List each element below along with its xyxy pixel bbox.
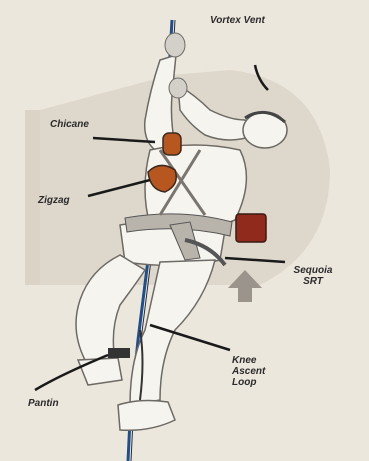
lower-hand [169, 78, 187, 98]
rope-bag [236, 214, 266, 242]
chicane-device [163, 133, 181, 155]
label-chicane: Chicane [50, 119, 89, 130]
label-sequoia-line1: Sequoia [288, 265, 338, 276]
label-knee-line3: Loop [232, 377, 265, 388]
upper-hand [165, 33, 185, 57]
label-knee-line1: Knee [232, 355, 265, 366]
label-knee-line2: Ascent [232, 366, 265, 377]
label-sequoia-line2: SRT [288, 276, 338, 287]
label-zigzag: Zigzag [38, 195, 70, 206]
label-sequoia-srt: Sequoia SRT [288, 265, 338, 287]
label-knee-ascent-loop: Knee Ascent Loop [232, 355, 265, 388]
pantin-device [108, 348, 130, 358]
label-vortex-vent: Vortex Vent [210, 15, 265, 26]
label-pantin: Pantin [28, 398, 59, 409]
